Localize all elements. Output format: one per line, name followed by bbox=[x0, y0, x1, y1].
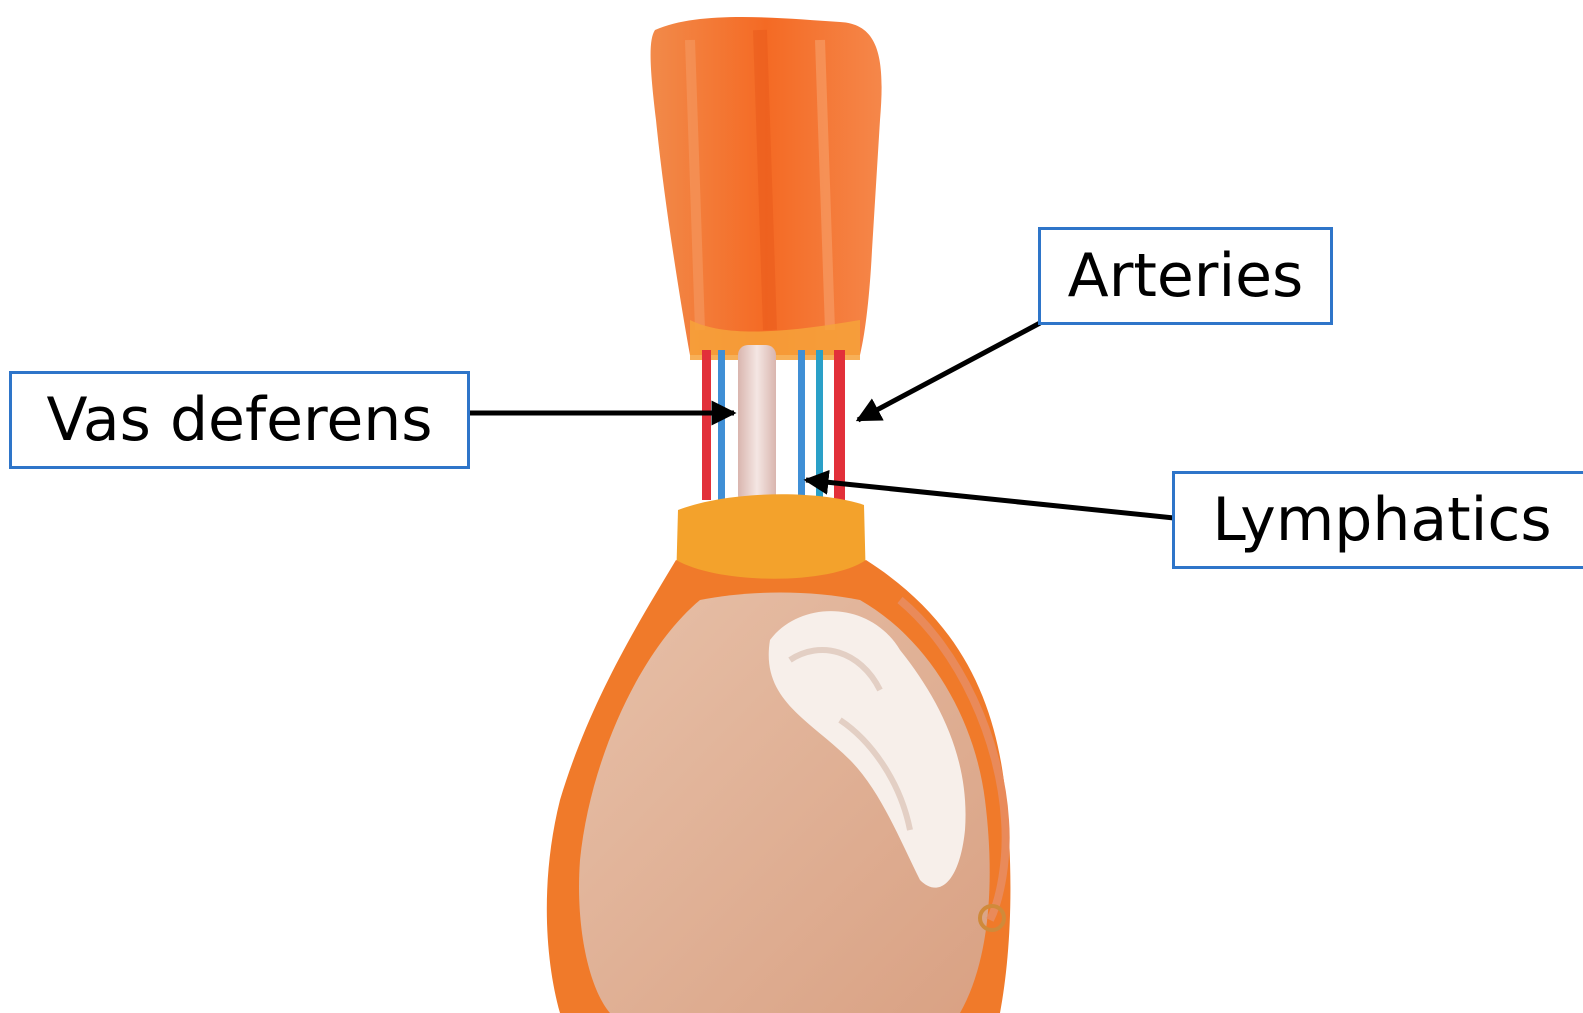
label-vas-deferens-text: Vas deferens bbox=[46, 390, 432, 450]
label-arteries: Arteries bbox=[1038, 227, 1333, 325]
label-vas-deferens: Vas deferens bbox=[9, 371, 470, 469]
label-arteries-text: Arteries bbox=[1068, 246, 1304, 306]
label-lymphatics: Lymphatics bbox=[1172, 471, 1583, 569]
arrow-arteries bbox=[858, 323, 1040, 420]
label-lymphatics-text: Lymphatics bbox=[1212, 490, 1551, 550]
upper-cord-illustration bbox=[651, 17, 882, 360]
